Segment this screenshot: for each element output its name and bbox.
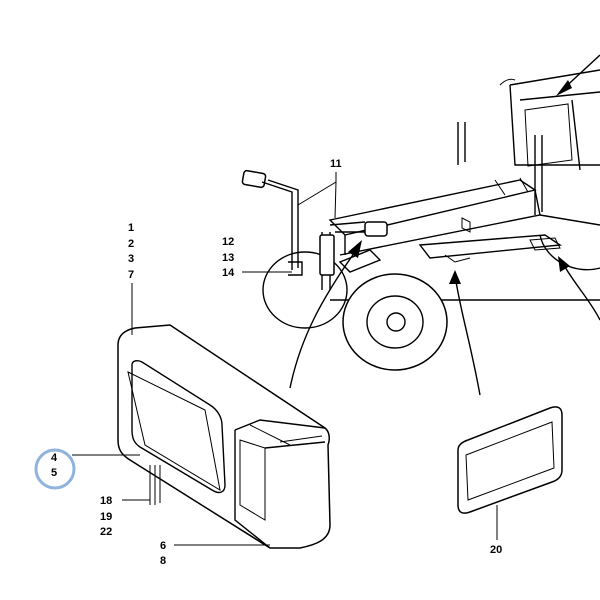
callout-7: 7 xyxy=(128,269,134,281)
callout-13: 13 xyxy=(222,252,234,264)
mirror-assembly xyxy=(241,169,388,290)
callout-12: 12 xyxy=(222,236,234,248)
arrow-head xyxy=(556,80,572,96)
large-lamp-unit xyxy=(117,324,331,549)
callout-8: 8 xyxy=(160,555,166,567)
pointer-arrows xyxy=(289,240,600,396)
callout-14: 14 xyxy=(222,267,235,279)
highlight-circle xyxy=(34,448,76,490)
callout-1: 1 xyxy=(128,222,134,234)
callout-5: 5 xyxy=(51,467,57,479)
grader-machine xyxy=(262,54,600,371)
callout-20: 20 xyxy=(490,544,502,556)
callout-3: 3 xyxy=(128,253,134,265)
callout-11: 11 xyxy=(330,158,342,170)
callout-4: 4 xyxy=(51,452,58,464)
callout-6: 6 xyxy=(160,540,166,552)
callout-2: 2 xyxy=(128,238,134,250)
callout-19: 19 xyxy=(100,511,112,523)
callout-18: 18 xyxy=(100,495,112,507)
leader-lines xyxy=(72,172,498,546)
callout-22: 22 xyxy=(100,526,112,538)
callout-labels: 1 2 3 7 4 5 18 19 22 6 8 11 12 13 14 20 xyxy=(51,158,502,567)
small-lamp-unit xyxy=(457,406,563,514)
